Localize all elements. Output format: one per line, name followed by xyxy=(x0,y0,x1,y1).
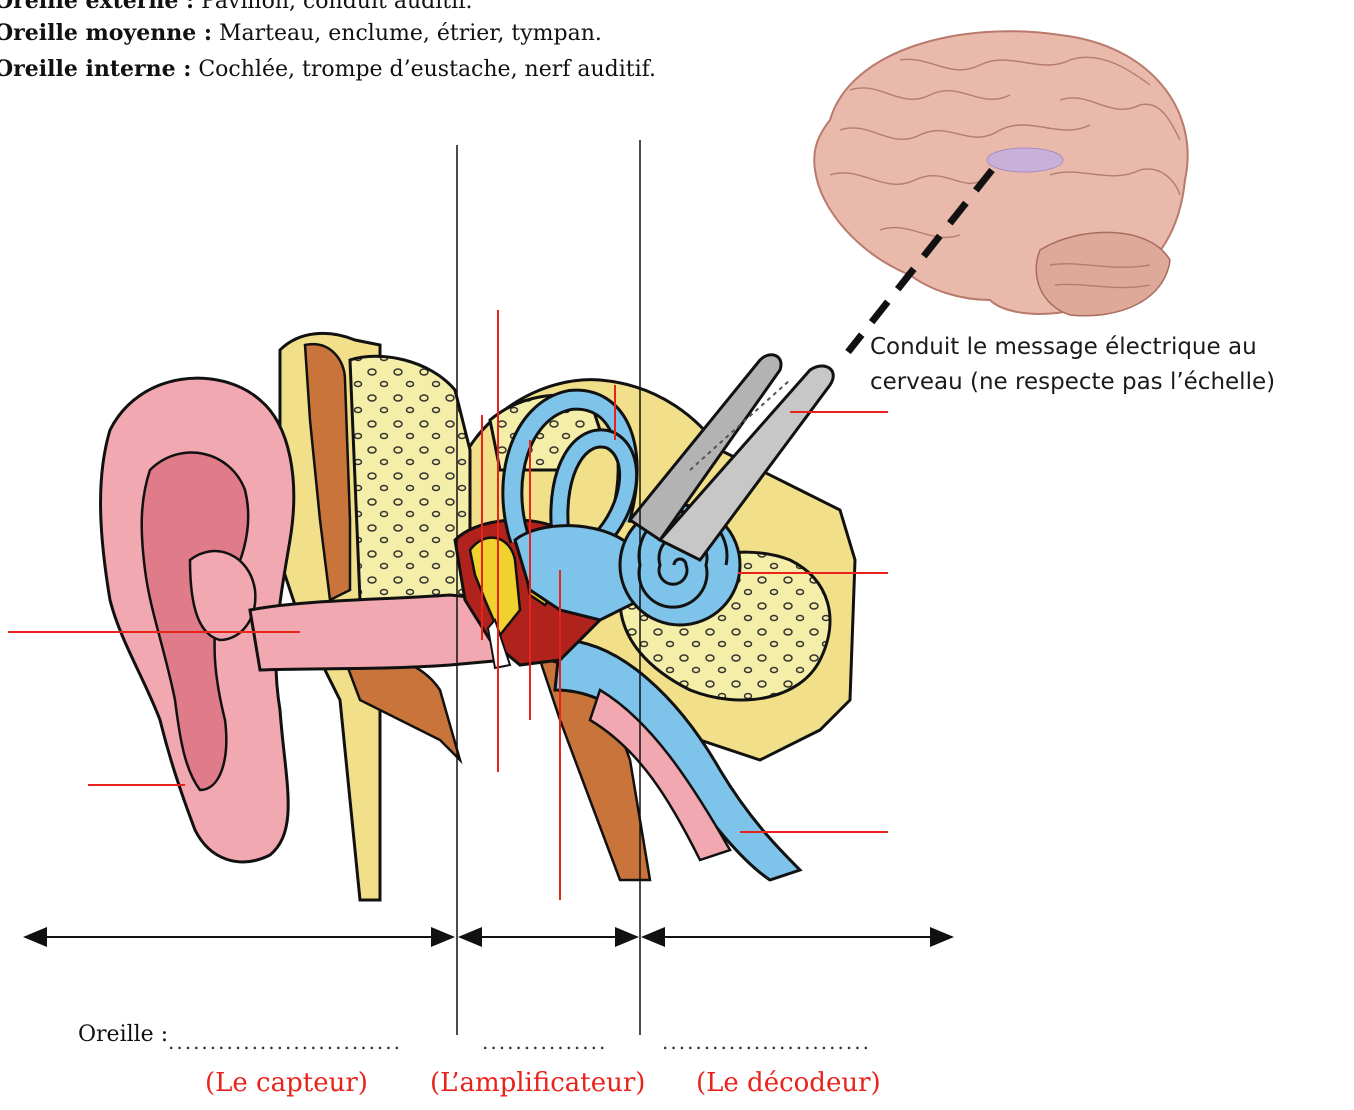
brain-caption: Conduit le message électrique au cerveau… xyxy=(870,330,1275,400)
brain-caption-line1: Conduit le message électrique au xyxy=(870,330,1275,365)
brain-illustration xyxy=(814,31,1187,316)
answer-blank-middle: ............... xyxy=(482,1030,607,1054)
role-capteur: (Le capteur) xyxy=(205,1068,368,1098)
answer-prefix: Oreille : xyxy=(78,1022,168,1047)
role-amplificateur: (L’amplificateur) xyxy=(430,1068,645,1098)
answer-blank-internal: ......................... xyxy=(662,1030,871,1054)
role-decodeur: (Le décodeur) xyxy=(696,1068,881,1098)
answer-blank-external: ............................ xyxy=(168,1030,402,1054)
brain-caption-line2: cerveau (ne respecte pas l’échelle) xyxy=(870,365,1275,400)
